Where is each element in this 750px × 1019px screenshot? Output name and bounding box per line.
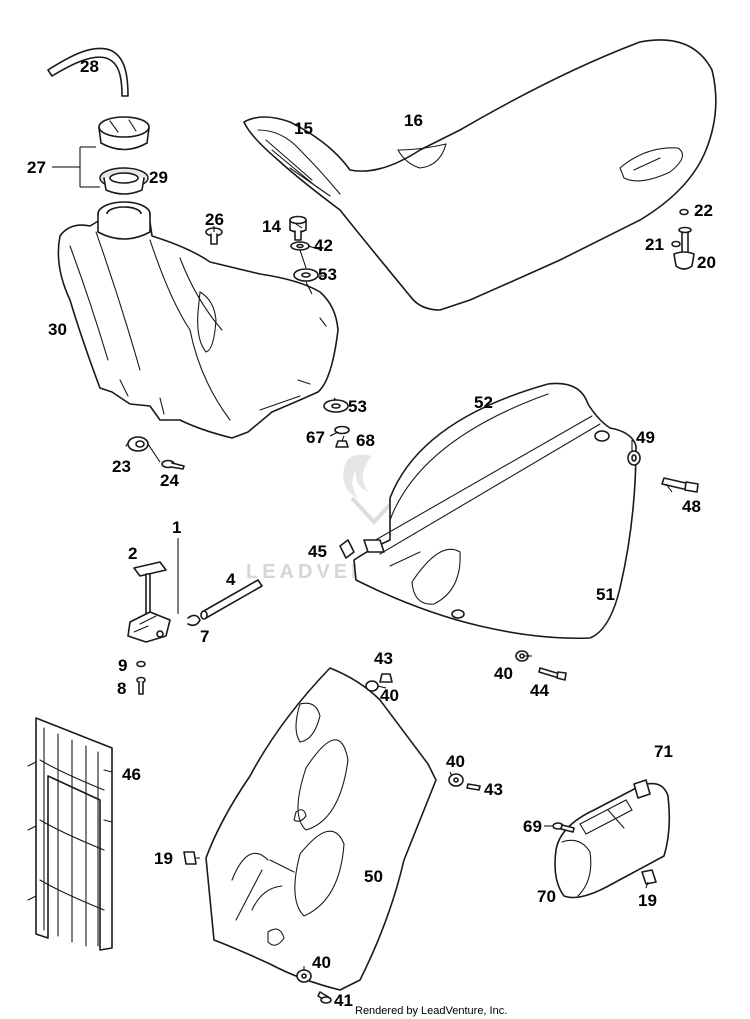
callout-52: 52 — [474, 393, 493, 412]
callout-22: 22 — [694, 201, 713, 220]
callout-40-bottom: 40 — [312, 953, 331, 972]
callout-23: 23 — [112, 457, 131, 476]
callout-8: 8 — [117, 679, 126, 698]
callout-70: 70 — [537, 887, 556, 906]
tool-bag — [554, 779, 671, 899]
seat — [243, 39, 717, 311]
callout-20: 20 — [697, 253, 716, 272]
callout-26: 26 — [205, 210, 224, 229]
callout-28: 28 — [80, 57, 99, 76]
washer-42 — [290, 241, 310, 251]
side-cover-right — [353, 382, 637, 640]
side-cover-left — [205, 667, 437, 991]
callout-71: 71 — [654, 742, 673, 761]
nut-43a — [379, 673, 393, 683]
grommet-23 — [125, 436, 149, 452]
clip-45 — [339, 539, 385, 559]
callout-50: 50 — [364, 867, 383, 886]
callout-30: 30 — [48, 320, 67, 339]
washer-40a — [515, 650, 529, 662]
radiator-spoiler — [27, 717, 113, 951]
callout-4: 4 — [226, 570, 236, 589]
screw-8 — [136, 676, 146, 695]
screw-41 — [317, 991, 332, 1004]
clip-19b — [641, 869, 657, 885]
fuel-hose-4 — [200, 579, 263, 620]
rubber-53-bottom — [323, 399, 349, 413]
screw-69 — [552, 822, 575, 833]
callout-2: 2 — [128, 544, 137, 563]
screw-24 — [161, 459, 185, 470]
washer-40d — [296, 969, 312, 983]
callout-40-mid: 40 — [380, 686, 399, 705]
callout-29: 29 — [149, 168, 168, 187]
fuel-cap — [98, 116, 150, 151]
washer-67 — [334, 425, 350, 435]
callout-46: 46 — [122, 765, 141, 784]
callout-43-lower: 43 — [484, 780, 503, 799]
fuel-tap — [127, 561, 171, 643]
callout-16: 16 — [404, 111, 423, 130]
callout-19-left: 19 — [154, 849, 173, 868]
callout-14: 14 — [262, 217, 281, 236]
vent-hose — [47, 47, 129, 97]
callout-9: 9 — [118, 656, 127, 675]
callout-labels: 28 27 29 15 16 26 14 42 53 22 21 20 30 5… — [27, 57, 716, 1010]
clip-7 — [187, 614, 201, 627]
callout-1: 1 — [172, 518, 181, 537]
pin-22 — [679, 208, 689, 216]
callout-40-right: 40 — [494, 664, 513, 683]
screw-9 — [136, 660, 146, 668]
screw-43b — [466, 783, 481, 791]
cap-seal — [99, 167, 149, 195]
callout-7: 7 — [200, 627, 209, 646]
callout-19-right: 19 — [638, 891, 657, 910]
bolt-14 — [289, 215, 307, 241]
pin-20 — [673, 226, 695, 270]
callout-68: 68 — [356, 431, 375, 450]
bolt-48 — [661, 477, 699, 493]
callout-27: 27 — [27, 158, 46, 177]
nut-68 — [335, 440, 349, 448]
callout-44: 44 — [530, 681, 549, 700]
callout-48: 48 — [682, 497, 701, 516]
callout-51: 51 — [596, 585, 615, 604]
callout-24: 24 — [160, 471, 179, 490]
callout-21: 21 — [645, 235, 664, 254]
callout-69: 69 — [523, 817, 542, 836]
callout-43-top: 43 — [374, 649, 393, 668]
washer-49 — [627, 450, 641, 466]
clip-19a — [183, 851, 197, 865]
callout-67: 67 — [306, 428, 325, 447]
washer-40c — [448, 773, 464, 787]
screw-44 — [538, 667, 567, 681]
rubber-53-top — [293, 268, 319, 282]
clip-21 — [671, 240, 681, 248]
callout-42: 42 — [314, 236, 333, 255]
washer-40b — [365, 680, 379, 692]
callout-49: 49 — [636, 428, 655, 447]
fuel-tank — [57, 201, 339, 439]
callout-45: 45 — [308, 542, 327, 561]
callout-53-bottom: 53 — [348, 397, 367, 416]
callout-41: 41 — [334, 991, 353, 1010]
callout-53-top: 53 — [318, 265, 337, 284]
callout-40-lower: 40 — [446, 752, 465, 771]
callout-15: 15 — [294, 119, 313, 138]
credit-text: Rendered by LeadVenture, Inc. — [355, 1005, 507, 1017]
